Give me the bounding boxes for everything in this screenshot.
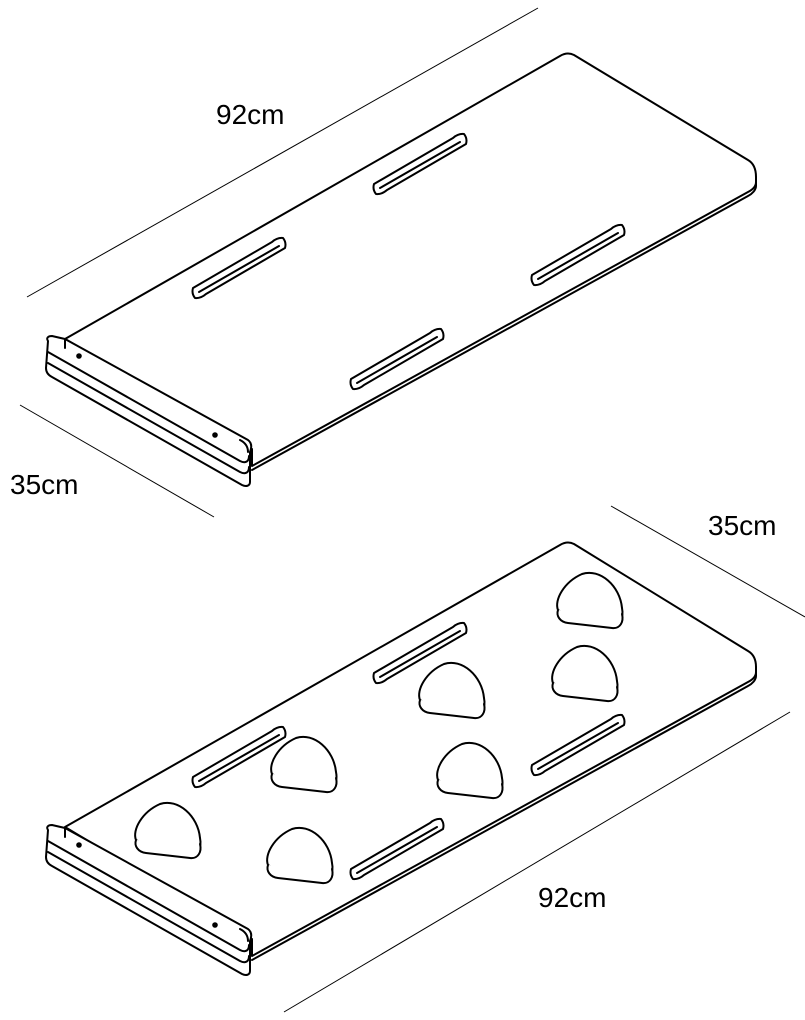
bottom-board: 35cm 92cm: [45, 505, 805, 1013]
screw-hole: [212, 922, 218, 928]
board-thickness-edge: [251, 666, 757, 961]
length-dimension-line: [26, 7, 539, 298]
board-end-cap: [45, 335, 253, 487]
width-label: 35cm: [10, 469, 78, 500]
screw-hole: [76, 842, 82, 848]
board-top-surface: [64, 52, 757, 467]
width-dimension-line: [610, 505, 805, 618]
board-end-cap: [45, 824, 253, 976]
screw-hole: [212, 432, 218, 438]
length-label: 92cm: [216, 99, 284, 130]
top-board: 92cm 35cm: [10, 7, 757, 518]
length-dimension-line: [283, 711, 791, 1013]
width-dimension-line: [19, 404, 215, 518]
width-label: 35cm: [708, 510, 776, 541]
length-label: 92cm: [538, 882, 606, 913]
board-thickness-edge: [251, 176, 757, 471]
screw-hole: [76, 353, 82, 359]
